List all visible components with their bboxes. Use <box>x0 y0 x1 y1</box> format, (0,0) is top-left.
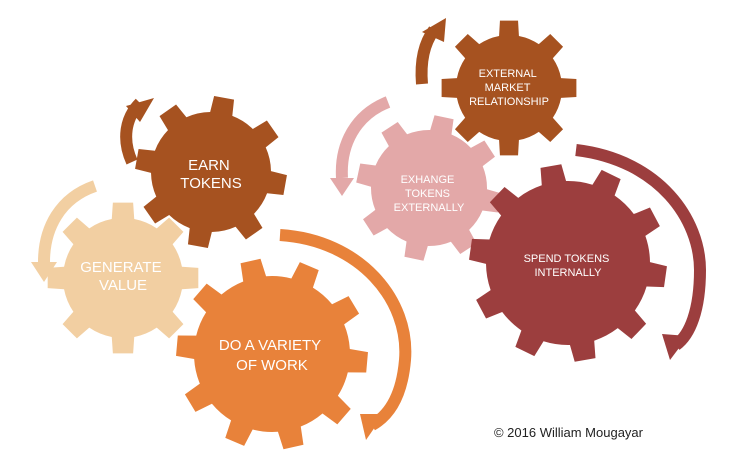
gear-work: DO A VARIETY OF WORK <box>176 258 368 450</box>
svg-text:EXHANGE TOKENS: EXHANGE TOKENS EXTERNALLY <box>394 174 465 214</box>
gear-exchange: EXHANGE TOKENS EXTERNALLY <box>356 115 502 261</box>
gear-generate-label-line2: VALUE <box>99 277 147 294</box>
spend-cycle-arrowhead <box>662 334 688 360</box>
external-market-cycle-arrowhead <box>422 18 446 42</box>
exchange-cycle-arrow <box>335 96 391 179</box>
gear-earn-label-line2: TOKENS <box>180 175 241 192</box>
svg-text:EXTERNAL MARKET: EXTERNAL MARKET RELATIONSHIP <box>469 68 549 108</box>
work-cycle-arrow <box>279 229 412 431</box>
svg-text:GENERATE VALUE: GENERATE VALUE <box>80 259 166 294</box>
gear-exchange-label-line3: EXTERNALLY <box>394 202 465 214</box>
gear-earn: EARN TOKENS <box>135 96 287 248</box>
earn-cycle-arrowhead <box>126 98 154 122</box>
gear-external-market-label-line2: MARKET <box>485 82 531 94</box>
gear-spend-label-line1: SPEND TOKENS <box>524 253 610 265</box>
external-market-cycle-arrow <box>415 26 439 85</box>
gear-exchange-label-line2: TOKENS <box>405 188 450 200</box>
gear-external-market-label-line3: RELATIONSHIP <box>469 96 549 108</box>
gear-work-label-line1: DO A VARIETY <box>219 337 321 354</box>
gear-spend: SPEND TOKENS INTERNALLY <box>469 164 667 362</box>
gear-generate: GENERATE VALUE <box>47 202 199 354</box>
gear-generate-label-line1: GENERATE <box>80 259 161 276</box>
copyright-credit: © 2016 William Mougayar <box>493 425 643 440</box>
generate-cycle-arrow <box>38 180 98 263</box>
gear-spend-label-line2: INTERNALLY <box>534 267 602 279</box>
work-cycle-arrowhead <box>360 414 384 440</box>
generate-cycle-arrowhead <box>31 262 57 282</box>
gear-earn-label-line1: EARN <box>188 157 230 174</box>
exchange-cycle-arrowhead <box>330 178 354 196</box>
svg-text:SPEND TOKENS INTERNALL: SPEND TOKENS INTERNALLY <box>524 253 613 279</box>
svg-text:DO A VARIETY OF WORK: DO A VARIETY OF WORK <box>219 337 325 374</box>
gear-external-market-label-line1: EXTERNAL <box>479 68 537 80</box>
spend-cycle-arrow <box>575 144 707 350</box>
gear-external-market: EXTERNAL MARKET RELATIONSHIP <box>441 20 577 156</box>
svg-text:EARN TOKENS: EARN TOKENS <box>180 157 241 192</box>
gear-work-label-line2: OF WORK <box>236 357 308 374</box>
gear-exchange-label-line1: EXHANGE <box>401 174 455 186</box>
